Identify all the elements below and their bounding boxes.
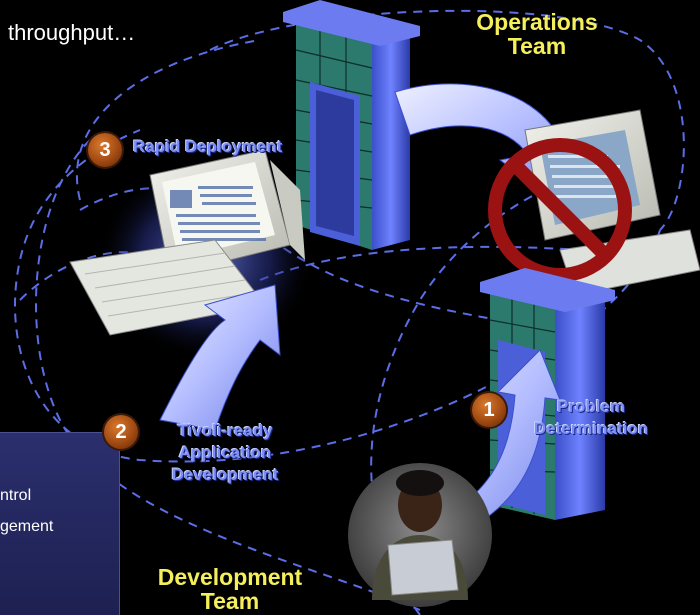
development-computer — [69, 149, 305, 336]
step-3-badge: 3 — [88, 133, 122, 167]
side-panel-line1: ntrol — [0, 487, 32, 504]
step-2-label: Tivoli-ready Application Development — [171, 421, 279, 484]
heading-text: throughput… — [8, 20, 136, 45]
development-team-label: Development Team — [157, 564, 303, 614]
step-1-badge: 1 — [472, 393, 506, 427]
developer-photo — [348, 463, 492, 607]
step-2-badge: 2 — [104, 415, 138, 449]
step-1-label: Problem Determination — [533, 397, 649, 438]
arrow-development — [159, 284, 281, 431]
top-firewall — [283, 0, 420, 250]
prohibited-computer — [488, 109, 700, 296]
step-3-label: Rapid Deployment — [133, 137, 283, 156]
side-panel-line2: gement — [0, 518, 54, 535]
operations-team-label: Operations Team — [476, 9, 598, 59]
side-panel — [0, 432, 120, 615]
